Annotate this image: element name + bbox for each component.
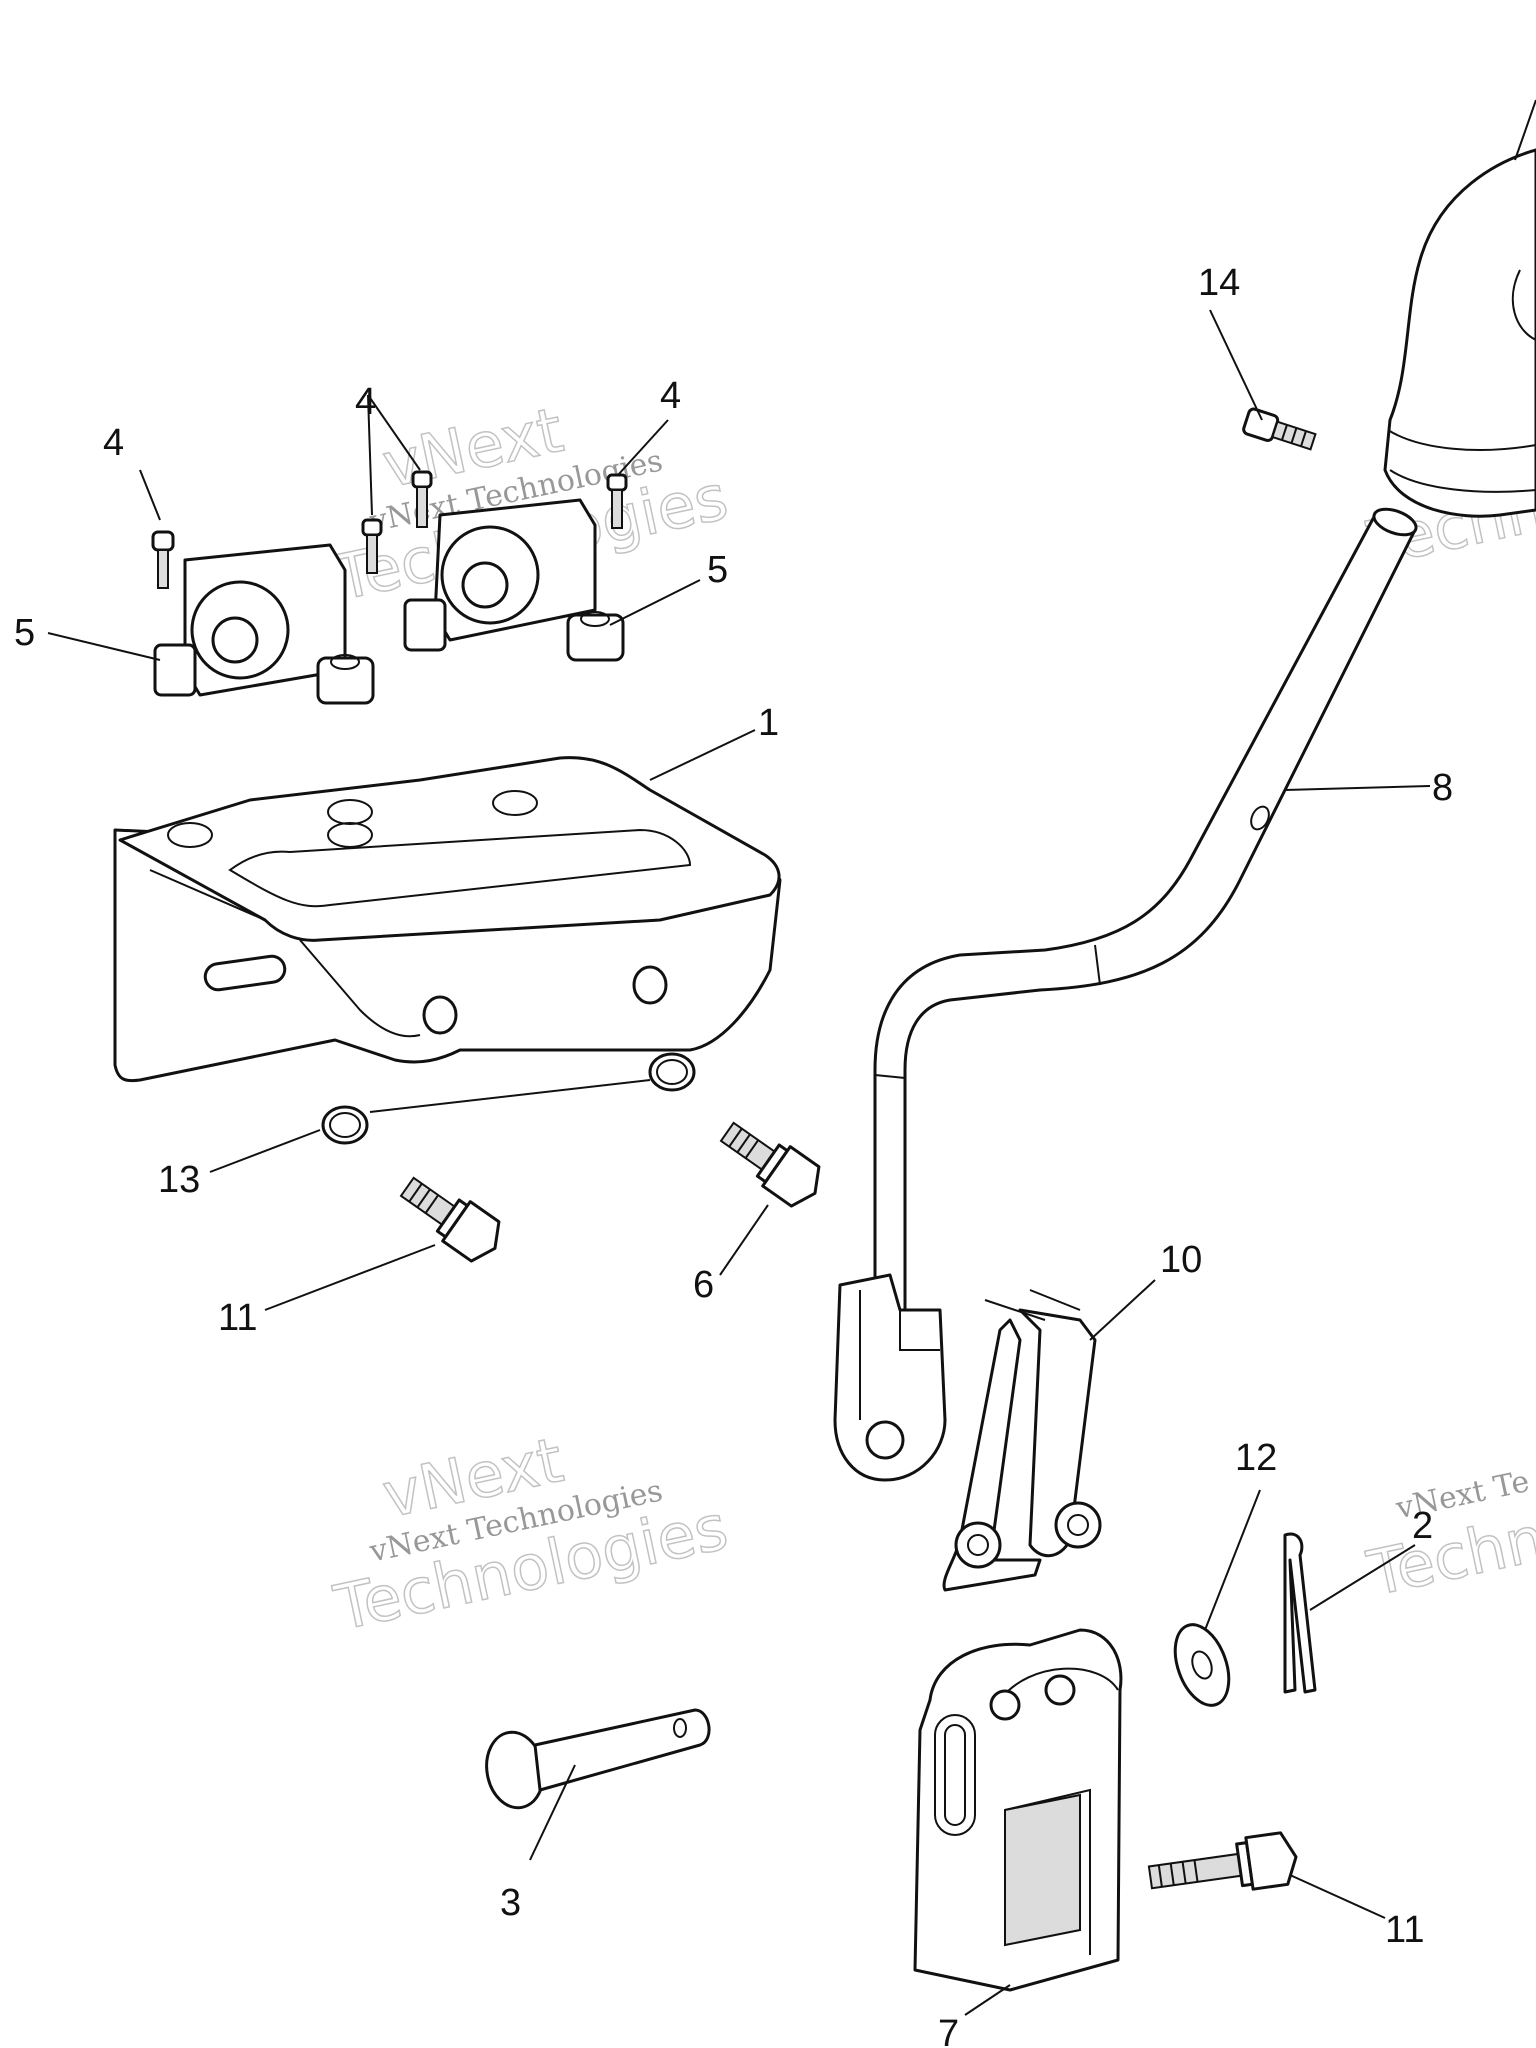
callout-5: 5 [707, 549, 728, 591]
link-bracket-part [942, 1289, 1102, 1592]
shift-boot-part [1383, 99, 1536, 518]
callout-10: 10 [1160, 1239, 1202, 1281]
watermark-middle-left: vNext vNext Technologies Technologies [327, 1422, 734, 1645]
callout-2: 2 [1412, 1505, 1433, 1547]
screw-14 [1242, 407, 1317, 451]
callout-7: 7 [938, 2013, 959, 2048]
shift-arm-7 [913, 1628, 1123, 1992]
callout-5: 5 [14, 612, 35, 654]
clevis-pin-3 [485, 1708, 711, 1810]
cotter-pin-2 [1283, 1532, 1317, 1694]
callout-4: 4 [103, 422, 124, 464]
callout-3: 3 [500, 1882, 521, 1924]
shift-rod-part [833, 507, 1418, 1482]
callout-11: 11 [218, 1297, 257, 1339]
callout-4: 4 [355, 381, 376, 423]
callout-4: 4 [660, 375, 681, 417]
washer-12 [1173, 1623, 1231, 1707]
mounting-bracket-part [113, 756, 782, 1083]
watermark-middle-right: vNext Te Technol [1360, 1464, 1536, 1611]
bolt-6 [719, 1121, 821, 1208]
callout-14: 14 [1198, 262, 1240, 304]
callout-13: 13 [158, 1159, 200, 1201]
screw-4 [151, 470, 628, 589]
callout-11: 11 [1385, 1909, 1424, 1951]
callout-1: 1 [758, 702, 779, 744]
leader-lines [47, 309, 1431, 2016]
callout-8: 8 [1432, 767, 1453, 809]
bolt-11-left [399, 1176, 501, 1263]
ring-13 [321, 1052, 696, 1145]
bolt-11-right [1147, 1831, 1298, 1891]
block-assembly-right [403, 498, 625, 662]
callout-labels: 4 4 4 5 5 1 13 11 6 14 8 10 12 2 3 11 7 [14, 262, 1453, 2048]
callout-6: 6 [693, 1264, 714, 1306]
callout-12: 12 [1235, 1437, 1277, 1479]
block-assembly-left [153, 543, 375, 705]
